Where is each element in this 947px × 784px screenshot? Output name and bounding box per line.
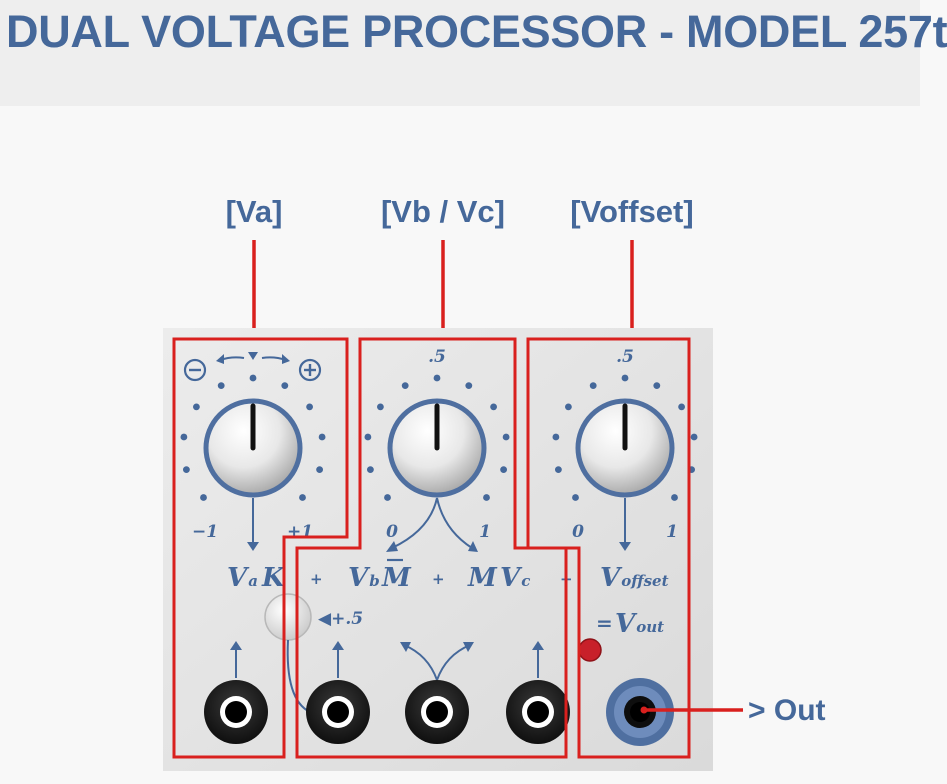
vb-vc-frame bbox=[295, 337, 568, 759]
minus-glyph: − bbox=[0, 0, 1, 1]
arrow-fork-left-head-icon bbox=[400, 642, 411, 652]
scale-dot bbox=[299, 494, 306, 501]
scale-dot bbox=[200, 494, 207, 501]
arrow-split-left bbox=[391, 497, 438, 549]
knob-voffset-scale-dots bbox=[552, 374, 698, 501]
formula-m: M bbox=[467, 563, 498, 593]
callout-va: [Va] bbox=[226, 194, 283, 229]
knob-voffset-max: 1 bbox=[666, 522, 678, 542]
arrow-down-va-head-icon bbox=[247, 542, 259, 551]
jack-va-input[interactable] bbox=[204, 680, 268, 744]
formula-k: K bbox=[261, 563, 286, 593]
formula-m-bar: M bbox=[381, 563, 412, 593]
scale-dot bbox=[490, 403, 497, 411]
scale-dot bbox=[555, 466, 562, 473]
formula-plus-1: + bbox=[310, 570, 323, 588]
knob-voffset-top: .5 bbox=[616, 347, 634, 367]
knob-va-scale-dots bbox=[180, 374, 326, 501]
formula-voffset: Voffset bbox=[600, 563, 669, 593]
scale-dot bbox=[552, 433, 560, 441]
formula-equals: = bbox=[596, 611, 613, 635]
plus-icon bbox=[298, 358, 322, 382]
scale-dot bbox=[653, 382, 661, 389]
callout-vb-vc: [Vb / Vc] bbox=[381, 194, 505, 229]
scale-dot bbox=[433, 374, 441, 382]
arrow-fork-right-head-icon bbox=[463, 642, 474, 652]
scale-dot bbox=[193, 403, 200, 411]
arrow-right-head-icon bbox=[282, 354, 290, 364]
formula-vout: Vout bbox=[615, 609, 664, 639]
scale-dot bbox=[500, 466, 507, 473]
plus-glyph: + bbox=[0, 0, 1, 1]
vb-vc-section: .5 0 1 bbox=[364, 347, 510, 552]
arrow-down-voffset-head-icon bbox=[619, 542, 631, 551]
callout-out-dot bbox=[640, 706, 648, 714]
scale-dot bbox=[572, 494, 579, 501]
switch-wire bbox=[286, 639, 311, 713]
plus-half-switch[interactable] bbox=[264, 593, 312, 641]
formula-va: Va bbox=[227, 563, 258, 593]
arrow-up-va-input-head-icon bbox=[230, 641, 242, 650]
va-section: − + −1 +1 bbox=[0, 0, 326, 551]
minus-icon bbox=[183, 358, 207, 382]
header-bar: DUAL VOLTAGE PROCESSOR - MODEL 257t bbox=[0, 0, 947, 106]
scale-dot bbox=[217, 382, 225, 389]
scale-dot bbox=[671, 494, 678, 501]
jack-m-input[interactable] bbox=[405, 680, 469, 744]
output-led bbox=[578, 638, 602, 662]
formula-vc: Vc bbox=[500, 563, 530, 593]
knob-va-max: +1 bbox=[287, 522, 313, 542]
callout-out: > Out bbox=[748, 694, 826, 727]
arrow-up-vb-input-head-icon bbox=[332, 641, 344, 650]
scale-dot bbox=[401, 382, 409, 389]
scale-dot bbox=[281, 382, 289, 389]
scale-dot bbox=[183, 466, 190, 473]
scale-dot bbox=[565, 403, 572, 411]
arrow-split-right bbox=[436, 497, 473, 549]
scale-dot bbox=[306, 403, 313, 411]
scale-dot bbox=[465, 382, 473, 389]
switch-label: ◀+.5 bbox=[318, 609, 363, 629]
voffset-frame bbox=[526, 337, 691, 759]
formula-vb: Vb bbox=[348, 563, 380, 593]
callout-voffset: [Voffset] bbox=[570, 194, 693, 229]
voffset-section: .5 0 1 bbox=[552, 347, 698, 551]
scale-dot bbox=[502, 433, 510, 441]
scale-dot bbox=[180, 433, 188, 441]
knob-vbvc-min: 0 bbox=[386, 522, 398, 542]
scale-dot bbox=[621, 374, 629, 382]
scale-dot bbox=[377, 403, 384, 411]
scale-dot bbox=[483, 494, 490, 501]
center-marker-icon bbox=[248, 352, 258, 360]
jack-vc-input[interactable] bbox=[506, 680, 570, 744]
scale-dot bbox=[249, 374, 257, 382]
va-frame bbox=[172, 337, 349, 759]
module-diagram: [Va] [Vb / Vc] [Voffset] − + −1 +1 .5 0 … bbox=[0, 0, 826, 771]
page-title: DUAL VOLTAGE PROCESSOR - MODEL 257t bbox=[6, 6, 947, 57]
scale-dot bbox=[316, 466, 323, 473]
formula-plus-2: + bbox=[432, 570, 445, 588]
knob-va-min: −1 bbox=[192, 522, 218, 542]
arrow-split-right-head-icon bbox=[468, 541, 478, 552]
knob-vbvc-top: .5 bbox=[428, 347, 446, 367]
knob-voffset-min: 0 bbox=[572, 522, 584, 542]
jack-output[interactable] bbox=[606, 678, 674, 746]
knob-vbvc-scale-dots bbox=[364, 374, 510, 501]
jack-vb-input[interactable] bbox=[306, 680, 370, 744]
arrow-up-vc-input-head-icon bbox=[532, 641, 544, 650]
scale-dot bbox=[678, 403, 685, 411]
scale-dot bbox=[690, 433, 698, 441]
scale-dot bbox=[318, 433, 326, 441]
arrow-split-left-head-icon bbox=[386, 541, 398, 552]
scale-dot bbox=[364, 433, 372, 441]
knob-vbvc-max: 1 bbox=[479, 522, 491, 542]
scale-dot bbox=[384, 494, 391, 501]
arrow-left-head-icon bbox=[216, 354, 224, 364]
scale-dot bbox=[589, 382, 597, 389]
scale-dot bbox=[367, 466, 374, 473]
formula-row: Va K + Vb M + M Vc + Voffset = Vout bbox=[227, 558, 669, 639]
